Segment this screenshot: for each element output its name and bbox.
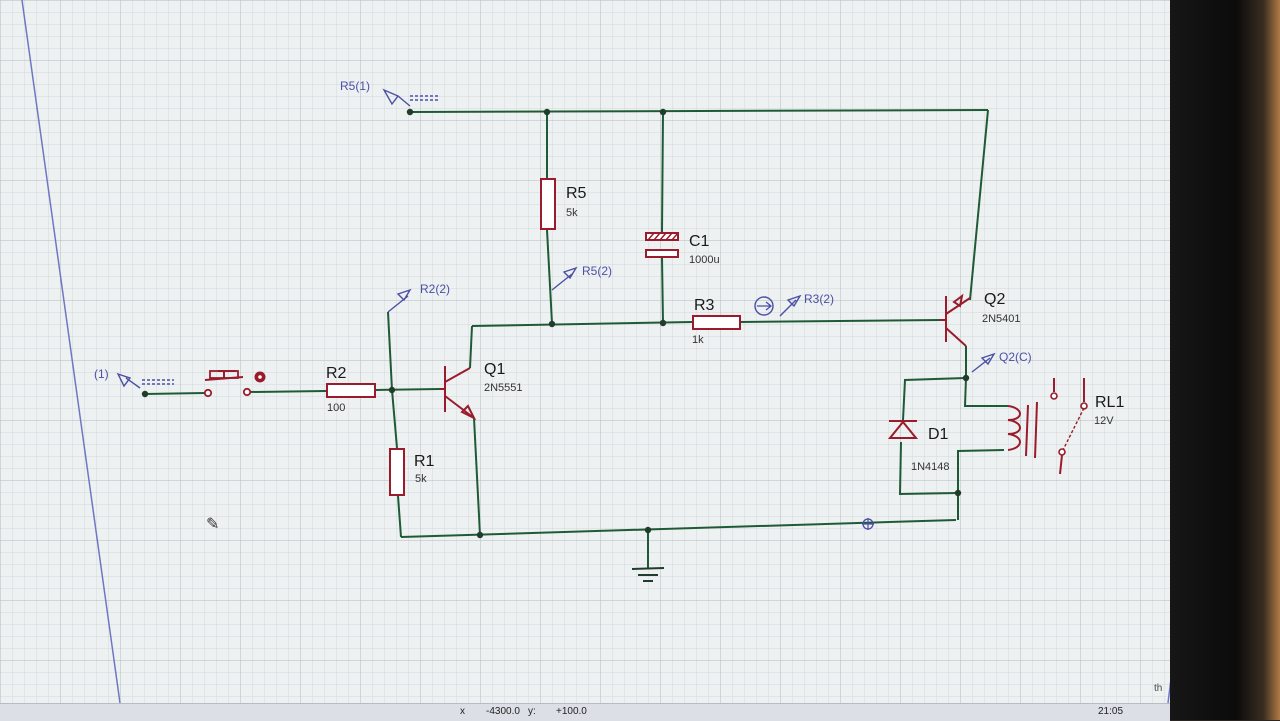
- coord-x-label: x: [460, 706, 465, 717]
- status-bar: x -4300.0 y: +100.0 21:05: [0, 703, 1170, 721]
- push-button-switch[interactable]: [203, 370, 266, 398]
- r5-value: 5k: [566, 207, 578, 219]
- tray-text: th: [1154, 683, 1163, 694]
- resistor-r1[interactable]: R1 5k: [389, 448, 435, 496]
- junctions: [141, 108, 970, 539]
- capacitor-c1[interactable]: C1 1000u: [645, 232, 720, 266]
- probe-r5-1[interactable]: R5(1): [340, 79, 440, 107]
- rl1-value: 12V: [1094, 415, 1114, 427]
- net-label-r2-2: R2(2): [420, 282, 450, 296]
- c1-ref: C1: [689, 233, 710, 250]
- net-label-r5-1: R5(1): [340, 79, 370, 93]
- test-point-marker[interactable]: [862, 518, 874, 530]
- coord-y-value: +100.0: [556, 706, 587, 717]
- r3-value: 1k: [692, 334, 704, 346]
- r1-value: 5k: [415, 473, 427, 485]
- net-label-r5-2: R5(2): [582, 264, 612, 278]
- net-label-q2-c: Q2(C): [999, 350, 1032, 364]
- c1-value: 1000u: [689, 254, 720, 266]
- probe-r3-2[interactable]: R3(2): [754, 292, 834, 317]
- grid: [0, 0, 1260, 703]
- sheet-border-left: [21, 0, 121, 704]
- coord-x-value: -4300.0: [486, 706, 520, 717]
- r3-ref: R3: [694, 297, 715, 314]
- rl1-ref: RL1: [1095, 394, 1124, 411]
- probe-r5-2[interactable]: R5(2): [551, 264, 612, 291]
- d1-ref: D1: [928, 426, 949, 443]
- r1-ref: R1: [414, 453, 435, 470]
- d1-value: 1N4148: [911, 461, 950, 473]
- system-clock: 21:05: [1098, 706, 1124, 717]
- resistor-r3[interactable]: R3 1k: [692, 297, 741, 346]
- probe-q2-c[interactable]: Q2(C): [971, 350, 1032, 373]
- ground-symbol: [631, 567, 665, 582]
- q2-value: 2N5401: [982, 313, 1021, 325]
- net-label-r3-2: R3(2): [804, 292, 834, 306]
- probe-input[interactable]: (1): [94, 367, 174, 389]
- resistor-r2[interactable]: R2 100: [326, 365, 376, 414]
- q2-ref: Q2: [984, 291, 1005, 308]
- net-label-input: (1): [94, 367, 109, 381]
- r2-value: 100: [327, 402, 345, 414]
- coord-y-label: y:: [528, 706, 536, 717]
- q1-ref: Q1: [484, 361, 505, 378]
- r5-ref: R5: [566, 185, 587, 202]
- diode-d1[interactable]: D1 1N4148: [887, 420, 950, 473]
- monitor-bezel: [1170, 0, 1280, 720]
- q1-value: 2N5551: [484, 382, 523, 394]
- probe-r2-2[interactable]: R2(2): [387, 282, 450, 313]
- wires: [144, 109, 1008, 568]
- transistor-q2[interactable]: Q2 2N5401: [940, 291, 1021, 347]
- relay-rl1[interactable]: RL1 12V: [1007, 378, 1124, 475]
- transistor-q1[interactable]: Q1 2N5551: [440, 361, 523, 421]
- pencil-cursor-icon: ✎: [206, 516, 220, 533]
- resistor-r5[interactable]: R5 5k: [540, 178, 587, 230]
- r2-ref: R2: [326, 365, 347, 382]
